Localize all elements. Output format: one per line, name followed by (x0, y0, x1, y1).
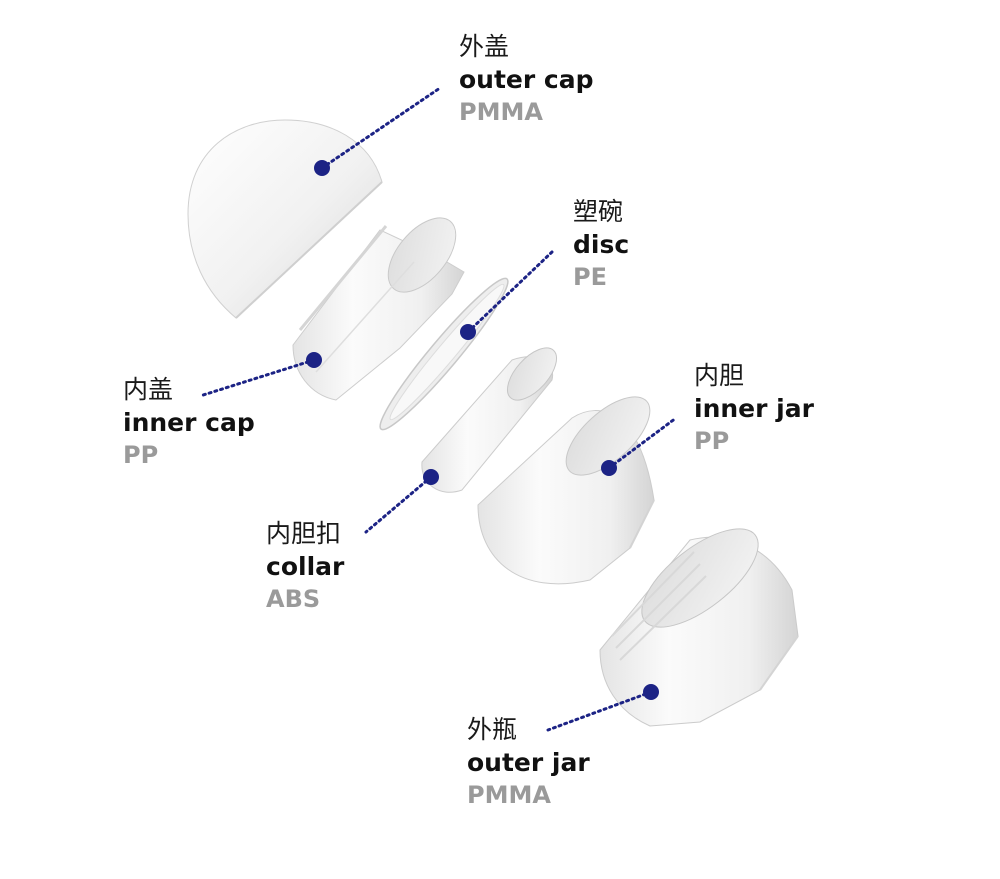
outer-jar-label: 外瓶 outer jar PMMA (467, 717, 590, 807)
outer-cap-dot (314, 160, 330, 176)
outer-jar-cn: 外瓶 (467, 715, 518, 744)
outer-cap-label: 外盖 outer cap PMMA (459, 34, 594, 124)
collar-material: ABS (266, 585, 321, 613)
inner-cap-material: PP (123, 441, 159, 469)
inner-cap-leader (198, 358, 316, 398)
disc-part (379, 277, 509, 431)
inner-jar-material: PP (694, 427, 730, 455)
inner-jar-part (477, 396, 655, 585)
inner-jar-cn: 内胆 (694, 361, 745, 390)
disc-dot (460, 324, 476, 340)
outer-jar-leader (546, 690, 653, 732)
inner-cap-en: inner cap (123, 408, 255, 437)
inner-jar-dot (601, 460, 617, 476)
inner-jar-leader (607, 416, 678, 470)
outer-cap-material: PMMA (459, 98, 543, 126)
inner-cap-dot (306, 352, 322, 368)
outer-cap-cn: 外盖 (459, 32, 510, 61)
outer-jar-material: PMMA (467, 781, 551, 809)
disc-en: disc (573, 230, 630, 259)
inner-cap-label: 内盖 inner cap PP (123, 377, 255, 467)
collar-en: collar (266, 552, 345, 581)
disc-label: 塑碗 disc PE (573, 199, 629, 289)
disc-material: PE (573, 263, 607, 291)
collar-label: 内胆扣 collar ABS (266, 521, 344, 611)
inner-cap-part (292, 217, 465, 401)
inner-jar-label: 内胆 inner jar PP (694, 363, 814, 453)
disc-leader (466, 250, 554, 334)
inner-jar-en: inner jar (694, 394, 814, 423)
collar-cn: 内胆扣 (266, 519, 342, 548)
collar-leader (364, 475, 433, 534)
collar-dot (423, 469, 439, 485)
disc-cn: 塑碗 (573, 197, 624, 226)
inner-cap-cn: 内盖 (123, 375, 174, 404)
outer-cap-en: outer cap (459, 65, 594, 94)
outer-jar-en: outer jar (467, 748, 590, 777)
outer-cap-part (187, 119, 383, 319)
outer-jar-part (599, 528, 799, 727)
outer-cap-leader (320, 86, 442, 170)
outer-jar-dot (643, 684, 659, 700)
